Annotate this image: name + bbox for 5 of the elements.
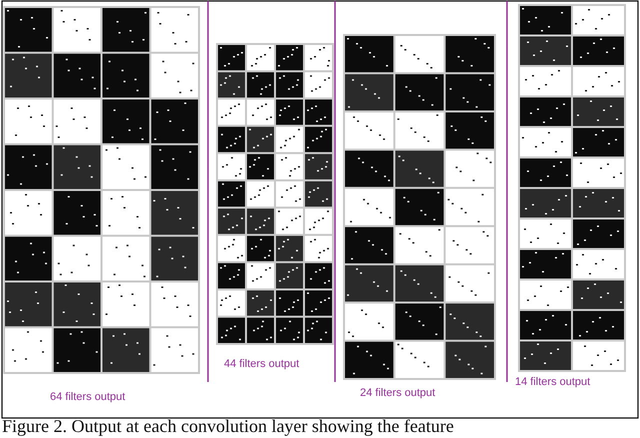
panel-label: 64 filters output — [50, 391, 126, 403]
panel-label: 44 filters output — [224, 358, 300, 370]
figure-caption: Figure 2. Output at each convolution layer showing the feature — [2, 416, 454, 437]
panel-label: 24 filters output — [360, 387, 436, 399]
panel-label: 14 filters output — [515, 376, 590, 388]
